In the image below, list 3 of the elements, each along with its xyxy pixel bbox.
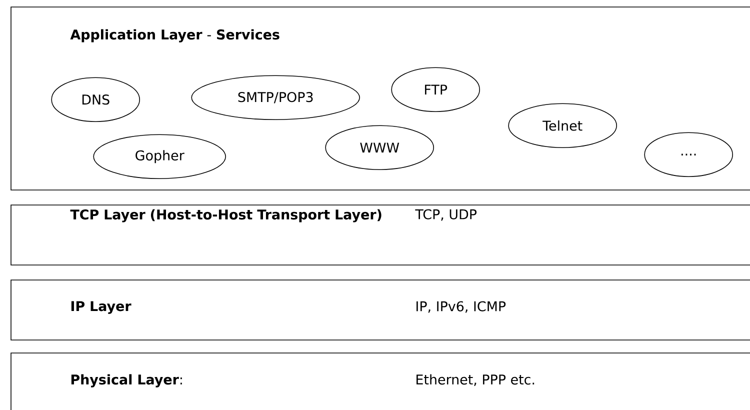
layer-box: Physical Layer: Ethernet, PPP etc. bbox=[10, 352, 750, 410]
layer-box: TCP Layer (Host-to-Host Transport Layer) TCP, UDP bbox=[10, 204, 750, 266]
layer-box: IP Layer IP, IPv6, ICMP bbox=[10, 280, 750, 340]
